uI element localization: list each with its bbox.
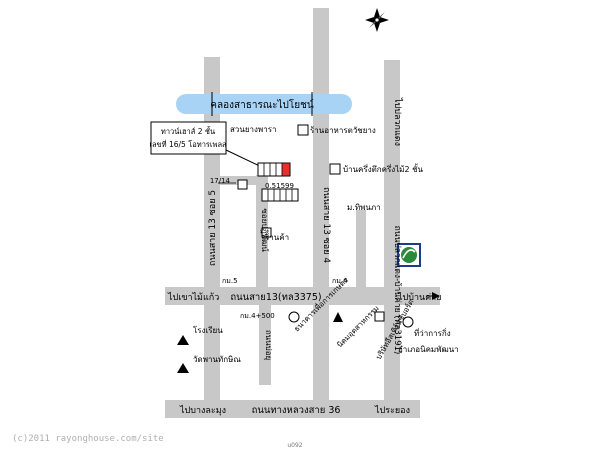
shop-top-label: ร้านอาหารตวัชยาง xyxy=(310,126,376,135)
road-side xyxy=(384,60,400,417)
footer-code: u092 xyxy=(287,442,302,449)
road-main xyxy=(165,287,440,305)
rubber-label: สวนยางพารา xyxy=(230,125,276,134)
house2-building xyxy=(329,163,341,175)
road-lane-a-label: ซอยปฎิพัฒน์ xyxy=(260,208,270,252)
factory2-icon xyxy=(333,312,343,322)
soi-17-14-label: 17/14 xyxy=(210,177,231,185)
right-building-label: ที่ว่าการกิ่ง xyxy=(414,327,451,338)
road-side-label: ถนนปลวกแดง-บ้านค่าย (ทล3191) xyxy=(392,226,403,355)
shop-label: ร้านค้า xyxy=(265,233,289,242)
factory2-label: นิคมอุตสาหกรรม xyxy=(335,304,381,350)
dest-bottom-right: ไประยอง xyxy=(374,405,410,416)
road-lane-b xyxy=(259,305,271,385)
road-soi5-label: ถนนสาย 13 ซอย 5 xyxy=(208,190,218,266)
km4-500-label: กม.4+500 xyxy=(240,312,275,320)
dest-right-main: ไปบ้านค่าย xyxy=(397,292,442,303)
factory1-icon xyxy=(288,311,300,323)
ptt-icon xyxy=(401,247,417,263)
school-icon xyxy=(177,335,189,345)
canal xyxy=(176,94,352,114)
temple-label: วัดพานทักษิณ xyxy=(193,355,241,364)
callout-line2: เลขที่ 16/5 โอทารเพลส xyxy=(149,139,227,149)
road-small-right xyxy=(356,210,366,288)
main-road-label: ถนนสาย13(ทล3375) xyxy=(230,292,321,303)
road-top-right-label: ไปปลวกแดง xyxy=(392,97,403,146)
callout-line1: ทาวน์เฮาส์ 2 ชั้น xyxy=(161,126,215,136)
townhouse-row xyxy=(257,162,291,177)
right-building-icon xyxy=(402,316,414,328)
road-highway xyxy=(165,400,420,418)
road-soi4-label: ถนนสาย 13 ซอย 4 xyxy=(321,187,331,263)
soi-17-14-building xyxy=(237,179,248,190)
km4-label: กม.4 xyxy=(332,277,348,285)
km5-label: กม.5 xyxy=(222,277,238,285)
dest-bottom-left: ไปบางละมุง xyxy=(179,405,226,416)
temple-right-label: ม.ทิพนภา xyxy=(347,203,381,212)
temple-icon xyxy=(177,363,189,373)
soi-number-label: 0.51599 xyxy=(265,182,294,190)
factory3-icon xyxy=(374,311,385,322)
callout-box xyxy=(150,121,227,155)
shop-top-building xyxy=(297,124,309,136)
highway-label: ถนนทางหลวงสาย 36 xyxy=(252,405,341,416)
target-house xyxy=(281,162,291,177)
canal-label: คลองสาธารณะไปโยชน์ xyxy=(210,98,314,111)
shop-building xyxy=(261,227,272,238)
dest-left-main: ไปเขาไม้แก้ว xyxy=(167,292,219,303)
compass-icon xyxy=(365,8,389,32)
right-building-label-2: อำเภอนิคมพัฒนา xyxy=(398,345,459,354)
road-lane-b-label: ถนนบ่อยุ xyxy=(264,330,273,360)
house2-label: บ้านครึ่งตึกครึ่งไม้2 ชั้น xyxy=(343,163,424,174)
copyright-text: (c)2011 rayonghouse.com/site xyxy=(12,434,164,444)
arrow-right-icon xyxy=(432,292,440,300)
townhouse-row-2 xyxy=(261,188,299,202)
school-label: โรงเรียน xyxy=(193,325,223,335)
